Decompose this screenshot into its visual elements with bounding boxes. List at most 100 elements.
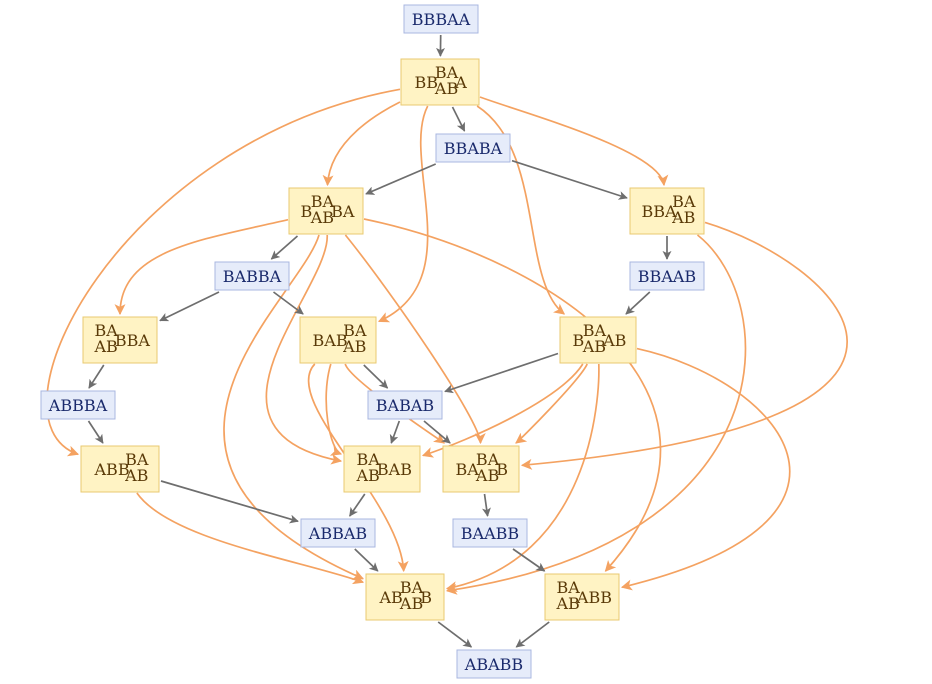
node-text-upper: BA [400,578,424,597]
node-text-upper: BA [125,450,149,469]
node-text: BABBA [223,267,282,286]
gray-edge-n3-n4 [365,163,437,195]
gray-edge-n4-n6 [270,235,299,260]
node-text: ABBBA [48,396,108,415]
node-text: BA [331,202,355,221]
orange-edge-n2-n10 [476,105,566,315]
string-node-n16[interactable]: ABBAB [300,518,376,548]
orange-edge-n2-n9 [377,105,429,323]
gray-edge-n16-n18 [354,548,379,572]
node-box [456,649,532,679]
node-box [214,261,290,291]
node-text-upper: BA [557,578,581,597]
node-box [299,316,377,364]
node-text-lower: AB [310,208,334,227]
node-label: BBABA [444,139,503,158]
node-text: A [454,73,467,92]
node-box [365,573,445,621]
node-text: BBABA [444,139,503,158]
node-box [544,573,620,621]
orange-edge-n10-n14 [421,363,584,458]
node-text-upper: BA [672,192,696,211]
node-text: B [301,202,313,221]
node-text: B [573,331,585,350]
string-node-n11[interactable]: ABBBA [40,390,116,420]
node-text-upper: BA [476,450,500,469]
node-text-upper: BA [583,321,607,340]
orange-edge-n13-n18 [136,492,365,585]
node-text-lower: AB [556,594,580,613]
orange-edge-n4-n8 [114,218,289,316]
node-box [452,518,528,548]
node-label: BAABB [461,524,519,543]
node-label: ABBBA [48,396,108,415]
gray-edge-n8-n11 [88,364,105,389]
gray-edge-n13-n16 [160,480,299,524]
orange-edge-n4-n14 [265,234,343,465]
node-label: ABBAB [308,524,367,543]
node-box [435,133,511,163]
node-box [40,390,116,420]
string-node-n17[interactable]: BAABB [452,518,528,548]
node-box [403,4,479,34]
orange-edge-n2-n13 [46,88,401,457]
node-text: B [420,588,432,607]
node-text: BA [456,460,480,479]
node-text: ABABB [464,655,523,674]
orange-edge-n2-n5 [479,96,669,187]
gray-edge-n17-n19 [512,548,546,572]
orange-edge-n5-n15 [520,221,848,470]
gray-edge-n10-n12 [444,352,559,394]
node-box [82,316,158,364]
node-text-upper: BA [95,321,119,340]
string-node-n6[interactable]: BABBA [214,261,290,291]
gray-edge-n2-n3 [451,106,466,132]
node-text-lower: AB [356,466,380,485]
node-text-lower: AB [475,466,499,485]
gray-edge-n9-n12 [363,364,389,389]
string-node-n3[interactable]: BBABA [435,133,511,163]
gray-edge-n12-n14 [389,420,401,444]
node-text: AB [602,331,626,350]
string-node-n1[interactable]: BBBAA [403,4,479,34]
gray-edge-n3-n5 [511,159,628,200]
orange-edge-n4-n15 [344,234,486,445]
orange-edge-n10-n15 [515,363,588,444]
node-text: BAB [313,331,348,350]
string-node-n12[interactable]: BABAB [367,390,443,420]
gray-edge-n12-n15 [423,420,451,444]
node-box [80,445,160,493]
string-node-n7[interactable]: BBAAB [629,261,705,291]
node-text-lower: AB [94,337,118,356]
gray-edge-n19-n20 [515,621,550,648]
orange-edge-n4-n18 [223,234,365,580]
orange-edge-n9-n14 [325,363,343,456]
node-text: ABBAB [308,524,367,543]
string-node-n20[interactable]: ABABB [456,649,532,679]
node-text-upper: BA [343,321,367,340]
node-text-upper: BA [357,450,381,469]
node-text-lower: AB [399,594,423,613]
node-text: ABB [576,588,612,607]
node-text-lower: AB [342,337,366,356]
gray-edge-n6-n9 [272,291,304,315]
